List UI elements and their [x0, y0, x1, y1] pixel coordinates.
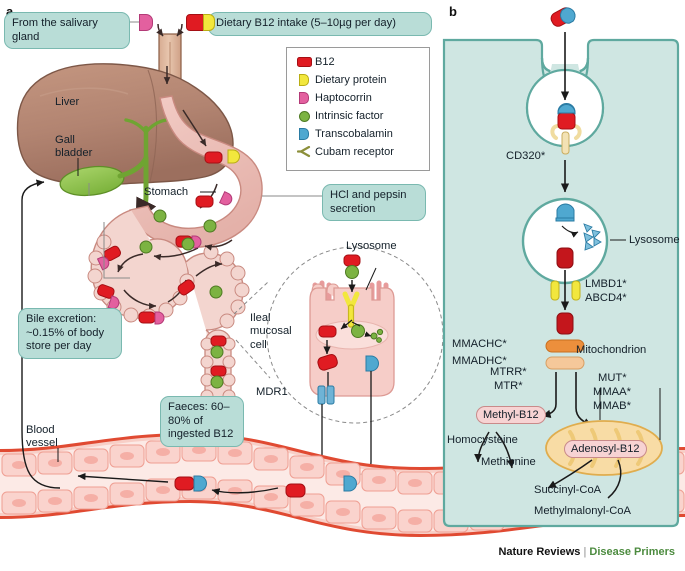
label-inset-lysosome: Lysosome [346, 240, 397, 252]
label-methionine: Methionine [481, 456, 536, 468]
callout-salivary-gland: From the salivary gland [4, 12, 130, 50]
label-mtr: MTR* [494, 380, 523, 392]
ileal-mucosal-cell [309, 254, 395, 480]
label-succinyl-coa: Succinyl-CoA [534, 484, 602, 496]
label-blood-vessel: Blood vessel [26, 424, 58, 450]
callout-dietary-intake: Dietary B12 intake (5–10µg per day) [208, 12, 432, 36]
legend-item-transcobalamin: Transcobalamin [293, 125, 423, 143]
mmachc-mmadhc-proteins [545, 339, 585, 370]
label-mtrr: MTRR* [490, 366, 527, 378]
legend-label: Transcobalamin [315, 128, 393, 140]
panel-a-letter: a [6, 4, 13, 19]
label-mdr1: MDR1 [256, 386, 288, 398]
label-methylmalonyl-coa: Methylmalonyl-CoA [534, 505, 631, 517]
callout-bile-excretion: Bile excretion: ~0.15% of body store per… [18, 308, 122, 359]
gi-molecules [96, 149, 240, 389]
lysosomal-exporter [550, 280, 581, 301]
transcobalamin-icon [293, 128, 315, 140]
credit-separator: | [583, 546, 587, 558]
callout-hcl-pepsin: HCl and pepsin secretion [322, 184, 426, 222]
mitochondrion-leader [599, 388, 661, 440]
b12-capsule-icon [293, 57, 315, 67]
intrinsic-factor-icon [293, 110, 315, 122]
dietary-protein-icon [293, 74, 315, 86]
node-methyl-b12: Methyl-B12 [476, 406, 546, 424]
haptocorrin-icon [293, 92, 315, 104]
legend-item-cubam-receptor: Cubam receptor [293, 143, 423, 161]
credit-journal: Nature Reviews [498, 546, 581, 558]
label-mmaa: MMAA* [593, 386, 631, 398]
legend-item-b12: B12 [293, 53, 423, 71]
label-mitochondrion: Mitochondrion [576, 344, 647, 356]
label-cd320: CD320* [506, 150, 546, 162]
label-abcd4: ABCD4* [585, 292, 627, 304]
legend-label: Cubam receptor [315, 146, 394, 158]
legend-label: Dietary protein [315, 74, 387, 86]
label-mmab: MMAB* [593, 400, 631, 412]
dietary-protein-icon [203, 14, 215, 31]
legend-label: B12 [315, 56, 335, 68]
label-lysosome: Lysosome [629, 234, 680, 246]
inset-lysosome-leader [365, 267, 377, 291]
legend-label: Intrinsic factor [315, 110, 384, 122]
panel-b-letter: b [449, 4, 457, 19]
node-adenosyl-b12: Adenosyl-B12 [564, 440, 647, 458]
legend-box: B12 Dietary protein Haptocorrin Intrinsi… [286, 47, 430, 171]
callout-faeces: Faeces: 60–80% of ingested B12 [160, 396, 244, 447]
haptocorrin-icon [139, 14, 153, 31]
label-stomach: Stomach [144, 186, 189, 198]
legend-item-haptocorrin: Haptocorrin [293, 89, 423, 107]
credit-series: Disease Primers [589, 546, 675, 558]
holo-transcobalamin-complex [550, 7, 576, 101]
label-liver: Liver [55, 96, 80, 108]
label-homocysteine: Homocysteine [447, 434, 518, 446]
legend-item-dietary-protein: Dietary protein [293, 71, 423, 89]
label-mmachc: MMACHC* [452, 338, 507, 350]
label-lmbd1: LMBD1* [585, 278, 627, 290]
label-mut: MUT* [598, 372, 627, 384]
cytosolic-b12 [556, 312, 574, 335]
journal-credit: Nature Reviews | Disease Primers [0, 546, 685, 558]
lysosome-organelle [521, 197, 626, 311]
legend-item-intrinsic-factor: Intrinsic factor [293, 107, 423, 125]
cd320-receptor [550, 103, 582, 193]
label-gall-bladder: Gall bladder [55, 134, 93, 160]
intestine-scallop [87, 234, 250, 329]
reaction-arrows [474, 431, 622, 499]
label-ileal-mucosal-cell: Ileal mucosal cell [250, 312, 292, 351]
cubam-receptor-icon [293, 146, 315, 158]
legend-label: Haptocorrin [315, 92, 372, 104]
label-mmadhc: MMADHC* [452, 355, 507, 367]
enterohepatic-arrow [21, 179, 61, 489]
